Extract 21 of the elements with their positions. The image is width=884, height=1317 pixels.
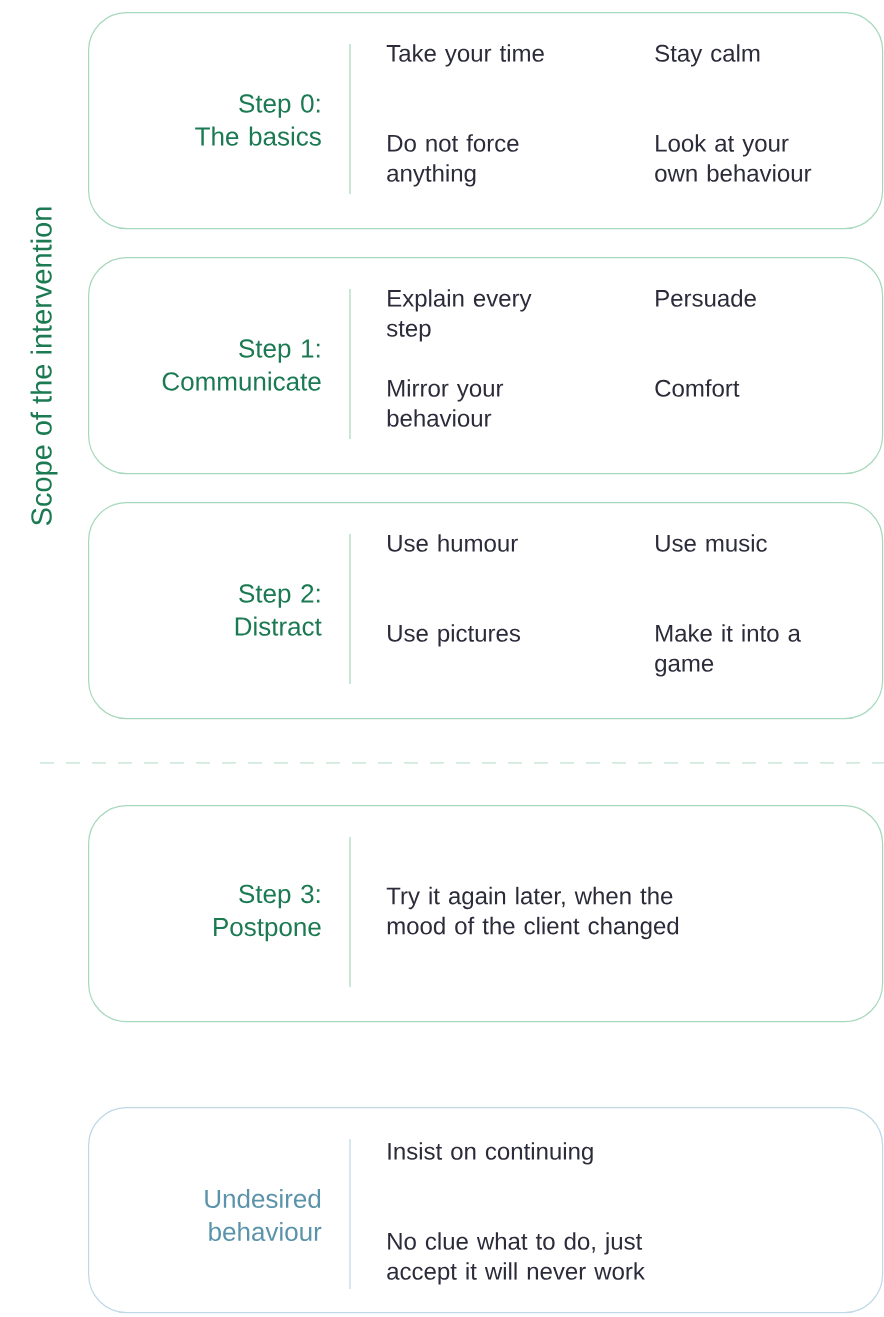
tip-text: Mirror your behaviour (387, 379, 504, 427)
tip-text: Insist on continuing (388, 1142, 593, 1165)
tip-text: Persuade (656, 289, 756, 307)
tip-text: Do not force anything (387, 134, 519, 187)
axis-label: Scope of the intervention (30, 207, 58, 526)
step-heading: Undesired behaviour (205, 1188, 322, 1242)
tip-text: Use pictures (388, 624, 521, 647)
tip-text: Explain every step (386, 289, 532, 342)
step-heading: Step 2: Distract (235, 584, 322, 636)
step-heading: Step 3: Postpone (214, 884, 321, 942)
step-heading: Step 1: Communicate (162, 339, 321, 391)
tip-text: Try it again later, when the mood of the client changed (386, 886, 679, 940)
tip-text: Stay calm (655, 44, 760, 67)
tip-text: Use music (656, 534, 767, 552)
tip-text: Use humour (388, 534, 518, 552)
tip-text: Comfort (655, 379, 740, 397)
tip-text: Make it into a game (655, 624, 801, 677)
tip-text: Look at your own behaviour (655, 134, 812, 182)
tip-text: Take your time (386, 44, 544, 67)
step-heading: Step 0: The basics (195, 94, 321, 146)
tip-text: No clue what to do, just accept it will never work (387, 1232, 645, 1285)
